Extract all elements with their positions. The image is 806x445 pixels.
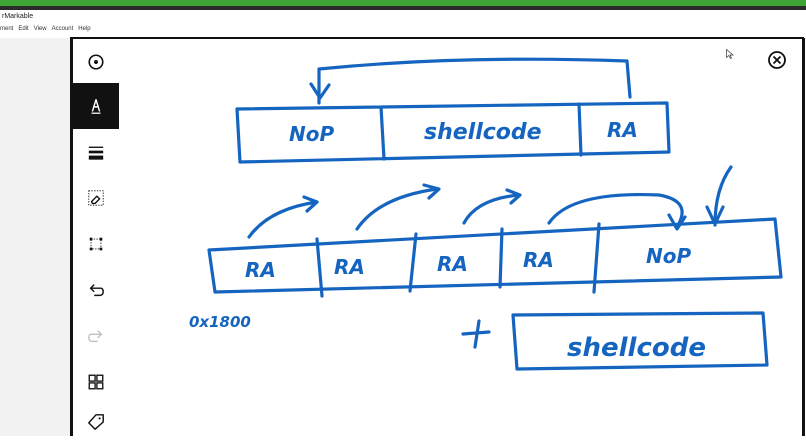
menu-item-view[interactable]: View (33, 26, 47, 32)
bottom-ra-label-3: RA (437, 252, 468, 276)
mouse-cursor-icon (726, 49, 734, 59)
top-stack-outline (235, 101, 671, 164)
bottom-stack-outline (207, 217, 783, 294)
top-divider-2 (577, 102, 583, 157)
bottom-ra-label-1: RA (245, 258, 276, 282)
stroke-width-button[interactable] (73, 129, 119, 175)
selection-button[interactable] (73, 221, 119, 267)
handwritten-diagram: NoP shellcode RA RA RA RA RA NoP 0x1800 … (189, 57, 783, 371)
chain-arrowhead-3 (505, 188, 522, 205)
document-frame-left (70, 38, 73, 436)
top-divider-1 (379, 105, 386, 161)
nop-arrow (713, 165, 733, 227)
tool-sidebar (73, 39, 119, 436)
selection-icon (89, 237, 103, 251)
chain-arrow-4 (547, 192, 684, 229)
menu-circle-icon (88, 54, 104, 70)
menubar: ment Edit View Account Help (0, 26, 91, 36)
bottom-ra-label-4: RA (523, 248, 554, 272)
pages-grid-button[interactable] (73, 359, 119, 405)
pen-tool-icon (91, 98, 101, 114)
bottom-divider-1 (315, 237, 324, 298)
chain-arrowhead-2 (422, 183, 441, 200)
undo-button[interactable] (73, 267, 119, 313)
menu-item-edit[interactable]: Edit (18, 26, 29, 32)
document-frame-right (802, 38, 805, 436)
nop-arrowhead (705, 205, 725, 226)
chain-arrow-2 (355, 187, 439, 231)
bottom-shellcode-outline (511, 311, 769, 371)
eraser-button[interactable] (73, 175, 119, 221)
chain-arrow-3 (462, 193, 521, 225)
undo-icon (89, 284, 104, 297)
document-frame-top (70, 37, 804, 39)
bottom-divider-2 (408, 232, 418, 293)
bottom-nop-label: NoP (646, 244, 691, 268)
top-ra-label: RA (607, 118, 638, 142)
bottom-divider-4 (592, 222, 601, 294)
eraser-icon (88, 190, 104, 206)
redo-button[interactable] (73, 313, 119, 359)
bottom-shellcode-label: shellcode (567, 333, 706, 363)
window-accent-bar (0, 0, 806, 10)
menu-item-document[interactable]: ment (0, 26, 14, 32)
chain-arrowhead-4 (667, 213, 687, 231)
tag-icon (88, 414, 104, 430)
drawing-canvas[interactable]: NoP shellcode RA RA RA RA RA NoP 0x1800 … (119, 39, 802, 436)
top-return-arrowhead (309, 82, 331, 100)
chain-arrowhead-1 (302, 195, 319, 213)
menu-item-help[interactable]: Help (78, 26, 91, 32)
top-shellcode-label: shellcode (424, 120, 542, 145)
pen-tool-button[interactable] (73, 83, 119, 129)
stroke-width-icon (88, 146, 104, 160)
menu-item-account[interactable]: Account (51, 26, 74, 32)
top-nop-label: NoP (289, 122, 334, 146)
tag-button[interactable] (73, 399, 119, 445)
bottom-ra-label-2: RA (334, 255, 365, 279)
app-title: rMarkable (2, 13, 34, 20)
bottom-divider-3 (498, 227, 504, 289)
pages-grid-icon (88, 374, 104, 390)
menu-circle-button[interactable] (73, 39, 119, 85)
address-note: 0x1800 (189, 313, 251, 331)
chain-arrow-1 (247, 200, 319, 239)
plus-sign (461, 319, 491, 349)
close-icon[interactable] (767, 50, 787, 70)
left-gutter (0, 38, 70, 436)
top-return-arrow (317, 57, 632, 105)
redo-icon (88, 330, 103, 343)
